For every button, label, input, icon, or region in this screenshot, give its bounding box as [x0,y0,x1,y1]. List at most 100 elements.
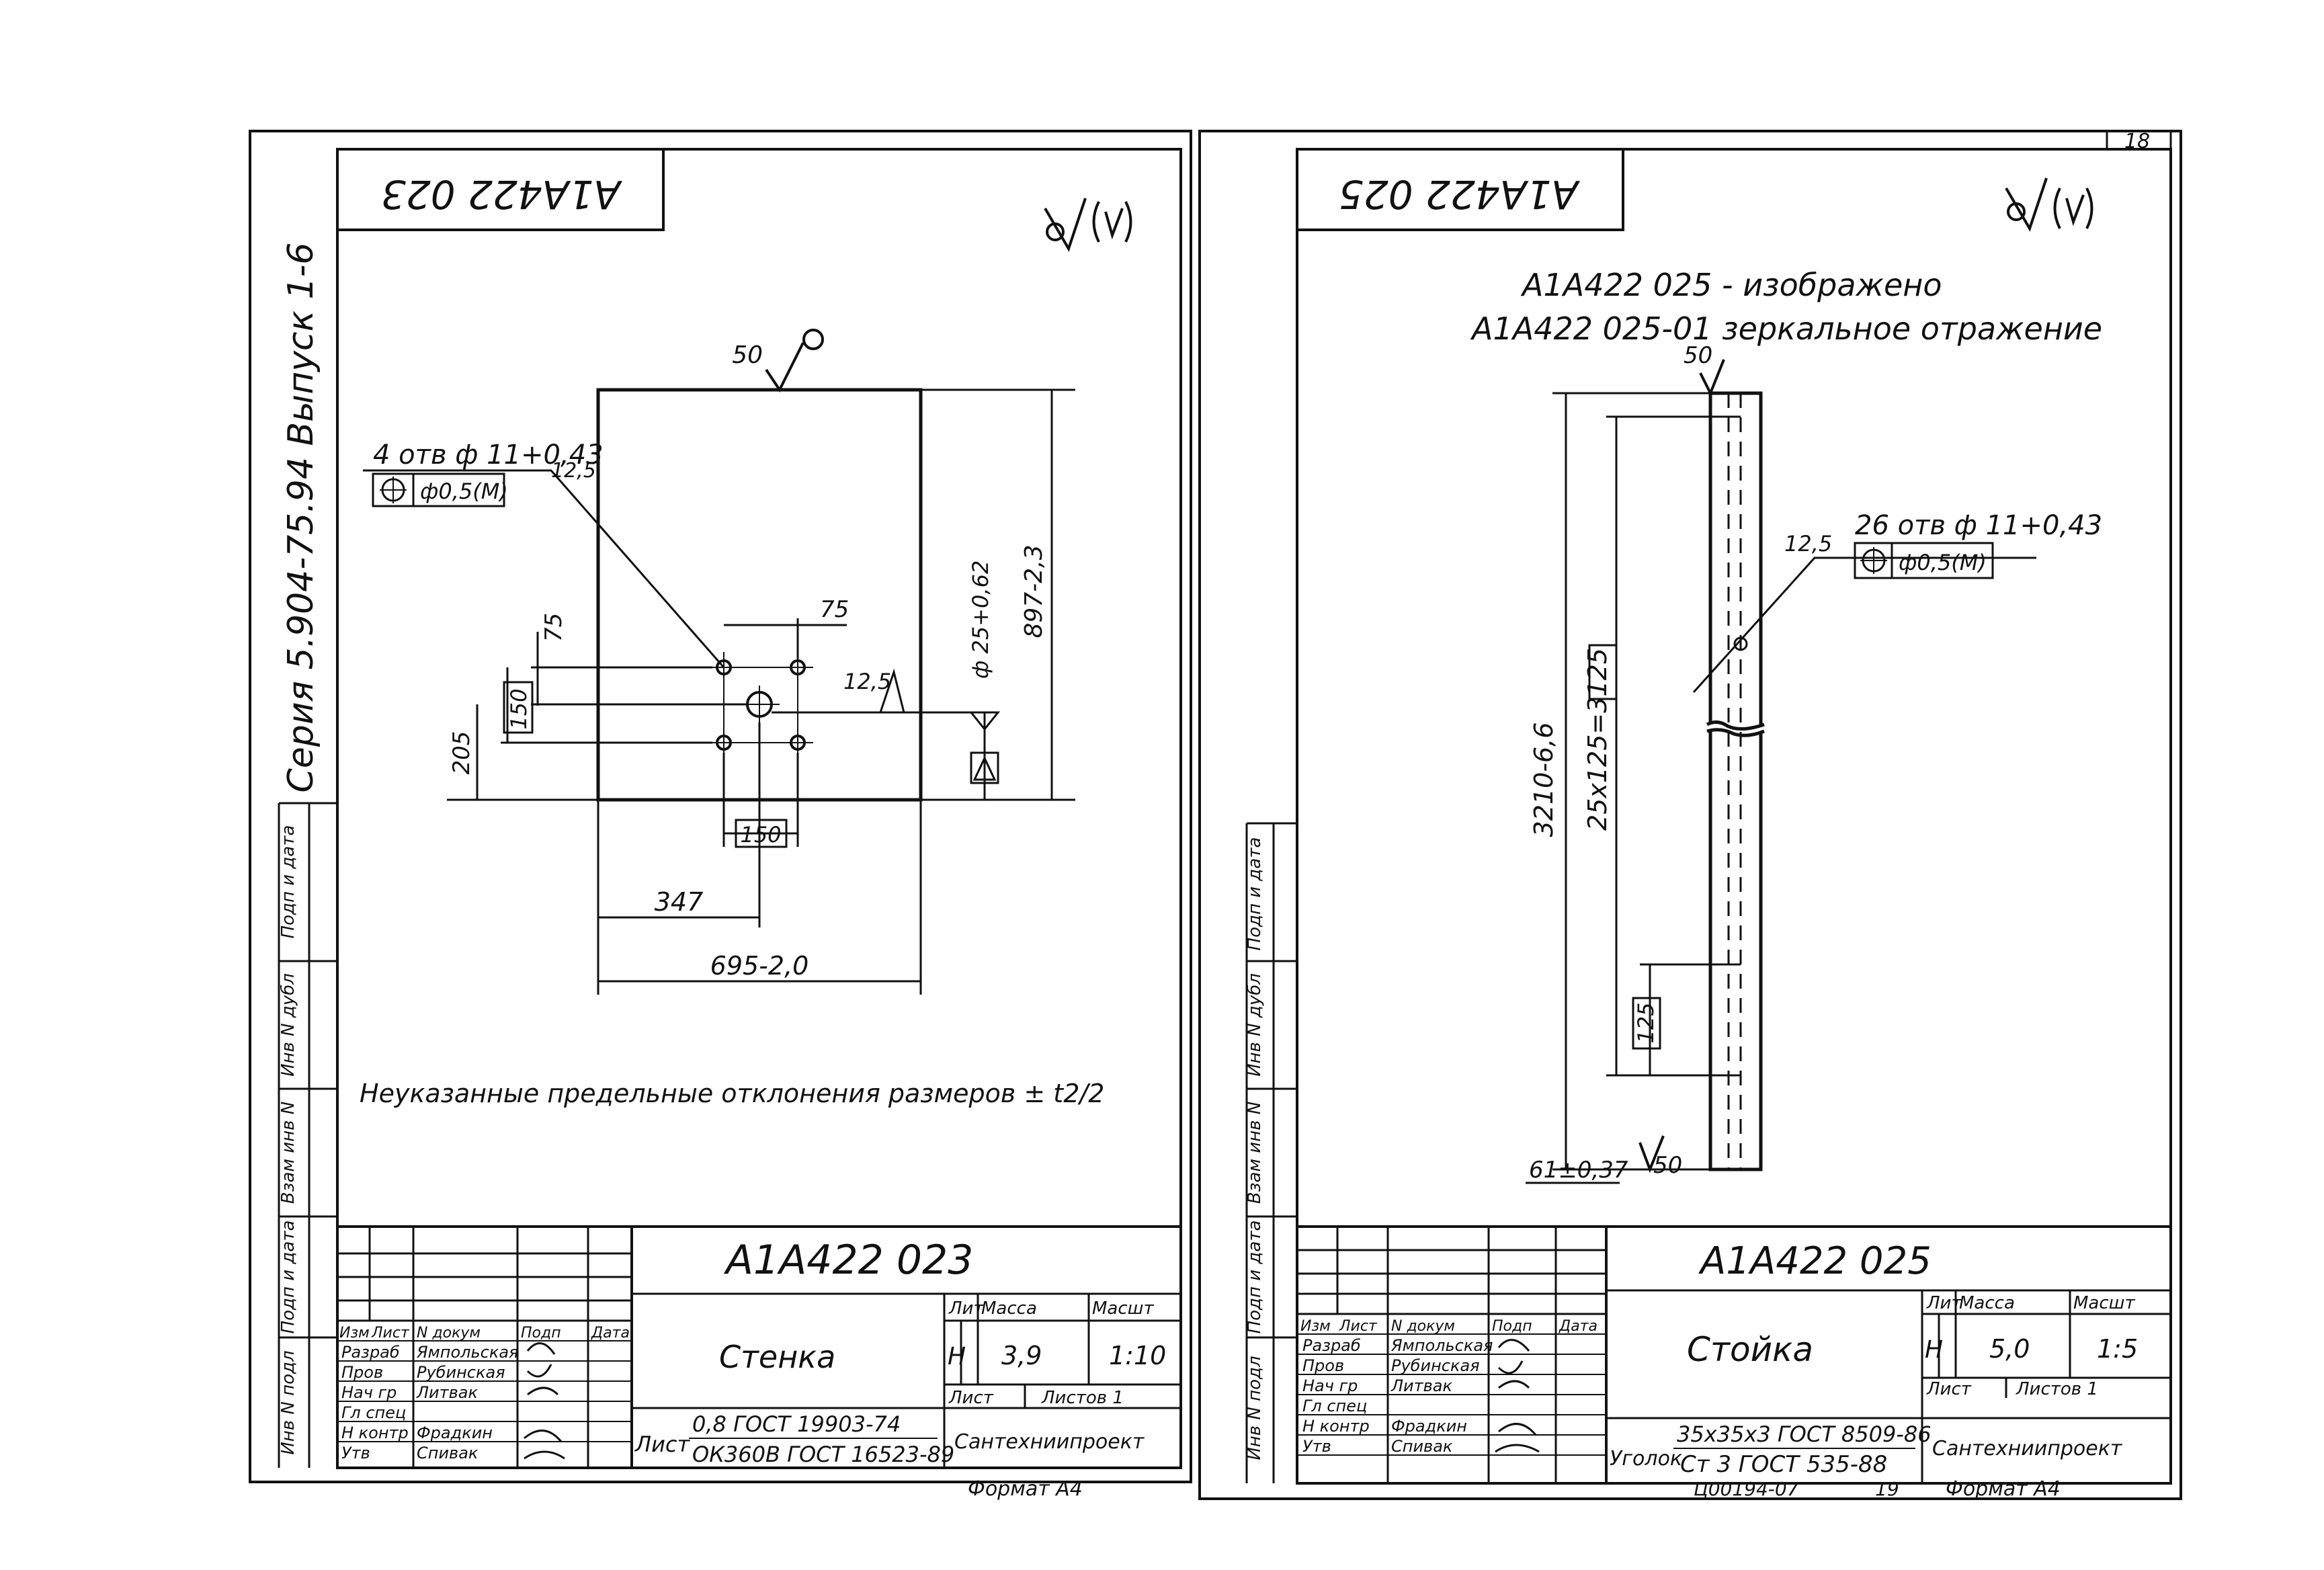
dim-75-v [531,632,746,706]
svg-text:Нач гр: Нач гр [341,1383,397,1402]
right-position-tolerance-frame: ф0,5(M) [1854,542,1994,579]
svg-text:Лит: Лит [1926,1293,1962,1313]
hole [1733,636,1748,651]
svg-text:Пров: Пров [1302,1356,1344,1375]
svg-text:25x125=3125: 25x125=3125 [1583,648,1612,831]
svg-text:Инв N дубл: Инв N дубл [1245,973,1265,1077]
svg-text:3210-6,6: 3210-6,6 [1529,722,1559,837]
svg-text:Инв N подл: Инв N подл [1245,1356,1265,1460]
svg-text:Серия 5.904-75.94 Выпуск 1-6: Серия 5.904-75.94 Выпуск 1-6 [281,243,321,793]
signatures [1495,1339,1540,1453]
left-sheet: A1A422 023 50 4 отв ф 11+0,43 12,5 [249,130,1192,1501]
dim-205 [447,704,598,801]
svg-text:A1A422 023: A1A422 023 [723,1237,973,1284]
svg-text:A1A422 025 - изображено: A1A422 025 - изображено [1520,267,1942,303]
svg-text:205: 205 [448,731,475,775]
svg-text:Рубинская: Рубинская [417,1363,505,1382]
dim-25x125 [1606,415,1741,1077]
svg-text:Стенка: Стенка [719,1339,835,1375]
svg-text:ф 25+0,62: ф 25+0,62 [968,561,993,679]
svg-text:75: 75 [820,596,849,623]
svg-text:Литвак: Литвак [416,1383,478,1402]
angle-bar-profile [1706,391,1765,1171]
svg-text:Литвак: Литвак [1391,1376,1452,1395]
dim-75-h [724,618,847,659]
svg-text:Лист: Лист [948,1388,994,1408]
svg-text:Инв N дубл: Инв N дубл [278,973,298,1077]
left-outer-frame [249,130,1192,1483]
svg-text:347: 347 [655,887,704,917]
svg-text:Лит: Лит [948,1298,984,1319]
hole-leader [363,469,725,668]
svg-text:Утв: Утв [341,1444,370,1462]
svg-text:19: 19 [1875,1478,1899,1500]
svg-text:Фрадкин: Фрадкин [1391,1417,1467,1436]
svg-text:Утв: Утв [1302,1437,1331,1456]
svg-text:Фрадкин: Фрадкин [417,1423,493,1442]
right-code-box [1296,148,1624,231]
svg-text:Масшт: Масшт [2073,1293,2135,1313]
svg-text:Рубинская: Рубинская [1391,1356,1480,1375]
svg-text:Гл спец: Гл спец [1302,1397,1367,1415]
svg-text:5,0: 5,0 [1989,1334,2030,1364]
svg-text:Н: Н [1925,1336,1943,1364]
svg-text:N докум: N докум [1391,1318,1455,1335]
svg-text:Нач гр: Нач гр [1302,1376,1358,1395]
svg-text:897-2,3: 897-2,3 [1020,545,1048,638]
svg-text:ОК360В ГОСТ 16523-89: ОК360В ГОСТ 16523-89 [692,1442,954,1467]
right-title-block: Изм Лист N докум Подп Дата Разраб Ямполь… [1296,1225,2172,1485]
svg-text:ф0,5(M): ф0,5(M) [420,479,508,504]
svg-text:Ст 3 ГОСТ 535-88: Ст 3 ГОСТ 535-88 [1680,1451,1887,1478]
svg-text:Сантехниипроект: Сантехниипроект [954,1430,1145,1454]
svg-text:Подп и дата: Подп и дата [278,825,298,939]
svg-text:N докум: N докум [417,1325,481,1341]
svg-text:1:5: 1:5 [2097,1334,2138,1364]
svg-text:Ямпольская: Ямпольская [416,1343,518,1362]
svg-text:Сантехниипроект: Сантехниипроект [1932,1437,2123,1460]
svg-text:Лист: Лист [371,1325,410,1341]
svg-text:Разраб: Разраб [341,1343,400,1362]
svg-text:Подп и дата: Подп и дата [278,1221,298,1334]
svg-text:Лист: Лист [1339,1318,1378,1335]
svg-text:Уголок: Уголок [1610,1447,1682,1471]
section-marker-icon [968,711,1001,800]
left-top-roughness: 50 [732,329,824,392]
svg-text:Подп: Подп [1492,1318,1532,1335]
svg-text:Формат А4: Формат А4 [968,1477,1083,1501]
sheet-number-box [2106,130,2172,151]
svg-text:A1A422 025: A1A422 025 [1698,1239,1932,1283]
left-code-box [336,148,665,231]
svg-text:Н контр: Н контр [1302,1417,1370,1436]
svg-text:Дата: Дата [1559,1318,1597,1335]
svg-text:50: 50 [732,341,763,369]
svg-text:Гл спец: Гл спец [341,1403,406,1422]
right-inner-frame [1296,148,2172,1485]
svg-text:Лист: Лист [634,1432,690,1457]
right-hole-leader [1692,556,2036,694]
svg-text:0,8 ГОСТ 19903-74: 0,8 ГОСТ 19903-74 [692,1411,901,1437]
right-general-roughness-icon [2005,177,2093,232]
svg-text:Спивак: Спивак [417,1444,479,1462]
svg-text:75: 75 [540,613,567,642]
svg-text:Масшт: Масшт [1092,1298,1154,1319]
svg-text:Подп и дата: Подп и дата [1245,1221,1265,1334]
right-bottom-roughness [1638,1135,1665,1173]
svg-text:1:10: 1:10 [1109,1341,1166,1370]
svg-text:Подп: Подп [521,1325,561,1341]
svg-text:Разраб: Разраб [1302,1336,1361,1355]
dim-3210 [1552,392,1710,1171]
svg-text:Спивак: Спивак [1391,1437,1453,1456]
svg-text:Неуказанные предельные отклоне: Неуказанные предельные отклонения размер… [360,1079,1104,1108]
svg-text:Взам инв N: Взам инв N [278,1102,298,1204]
svg-text:26 отв ф 11+0,43: 26 отв ф 11+0,43 [1855,510,2102,541]
svg-text:Пров: Пров [341,1363,383,1382]
signatures [524,1342,565,1460]
svg-text:Листов 1: Листов 1 [2016,1379,2098,1399]
svg-text:Изм: Изм [339,1325,370,1341]
svg-text:Лист: Лист [1926,1379,1972,1399]
svg-text:Стойка: Стойка [1687,1330,1813,1369]
dim-150-v [501,667,712,744]
svg-text:50: 50 [1684,342,1712,369]
svg-text:Листов 1: Листов 1 [1041,1388,1124,1408]
svg-text:695-2,0: 695-2,0 [710,951,809,981]
